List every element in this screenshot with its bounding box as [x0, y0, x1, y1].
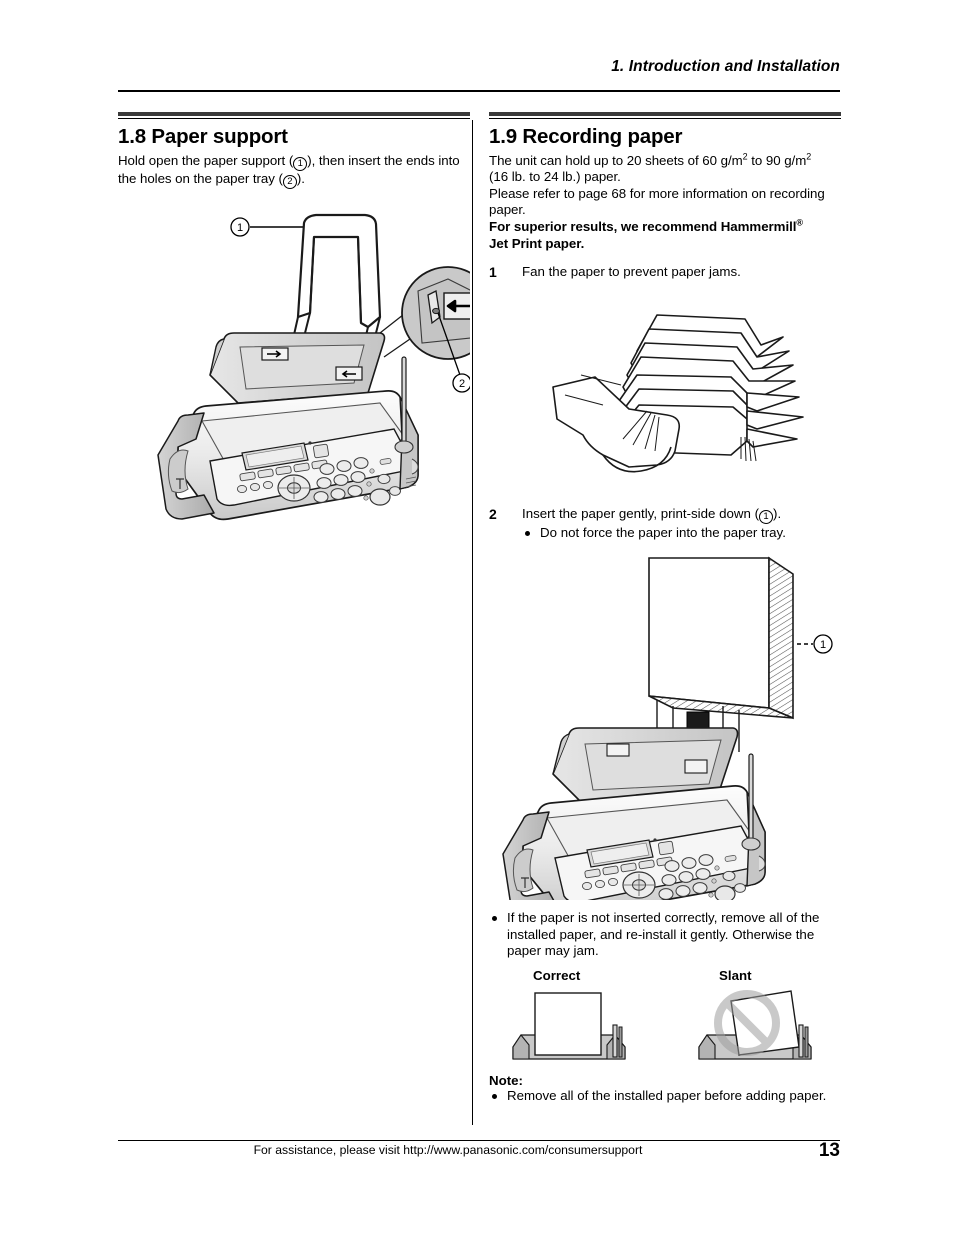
- note-heading: Note:: [489, 1073, 523, 1089]
- correct-label: Correct: [533, 968, 581, 984]
- section-rule-thick: [118, 112, 470, 116]
- section-rule-thin-right: [489, 118, 841, 119]
- section-title-paper-support: 1.8 Paper support: [118, 125, 288, 148]
- paper-support-figure: 1: [118, 207, 470, 557]
- recording-paper-capacity-text: The unit can hold up to 20 sheets of 60 …: [489, 151, 841, 170]
- paragraph-text-part2: ), then insert the ends into the holes o…: [118, 152, 460, 186]
- correct-tray-figure: [512, 992, 626, 1060]
- step-2-bullet: Do not force the paper into the paper tr…: [522, 525, 841, 542]
- gsm-superscript-2: 2: [806, 151, 812, 162]
- compare-figures: [489, 989, 841, 1067]
- section-rule-thick-right: [489, 112, 841, 116]
- bullet-dot-icon-3: [492, 1094, 497, 1100]
- paper-support-illustration: 1: [157, 213, 470, 520]
- recommendation-text: For superior results, we recommend Hamme…: [489, 217, 841, 252]
- footer-rule: [118, 1140, 840, 1141]
- note-bullet-text: Remove all of the installed paper before…: [507, 1088, 827, 1104]
- step-1-text: Fan the paper to prevent paper jams.: [522, 264, 741, 280]
- step-2-bullet-text: Do not force the paper into the paper tr…: [540, 524, 786, 540]
- left-column: 1.8 Paper support Hold open the paper su…: [118, 112, 470, 557]
- paragraph-text-part3: ).: [296, 170, 305, 186]
- step-2-text-a: Insert the paper gently, print-side down…: [522, 505, 760, 521]
- bullet-dot-icon: [525, 530, 530, 536]
- capacity-text-a: The unit can hold up to 20 sheets of 60 …: [489, 152, 743, 168]
- insert-paper-figure: 1: [497, 548, 841, 900]
- gsm-superscript-1: 2: [742, 151, 748, 162]
- section-title-recording-paper: 1.9 Recording paper: [489, 125, 683, 148]
- correct-slant-illustration: [512, 990, 812, 1060]
- slant-tray-figure: [698, 990, 812, 1060]
- running-header: 1. Introduction and Installation: [118, 58, 840, 76]
- inline-callout-2-icon: 2: [282, 174, 297, 189]
- step-2-text-b: ).: [773, 505, 782, 521]
- paper-jam-warning-bullet: If the paper is not inserted correctly, …: [489, 910, 841, 960]
- figure-callout-2-label: 2: [459, 378, 465, 390]
- recommendation-text-b: Jet Print paper.: [489, 235, 585, 251]
- column-divider: [472, 120, 473, 1125]
- step-2-inline-callout-icon: 1: [759, 509, 774, 524]
- insert-figure-callout-1-label: 1: [820, 639, 826, 651]
- step-1: 1 Fan the paper to prevent paper jams.: [489, 264, 841, 281]
- section-rule-thin: [118, 118, 470, 119]
- right-column: 1.9 Recording paper The unit can hold up…: [489, 112, 841, 1105]
- header-rule: [118, 90, 840, 92]
- step-2: 2 Insert the paper gently, print-side do…: [489, 506, 841, 542]
- compare-labels-row: Correct Slant: [489, 968, 841, 983]
- bullet-dot-icon-2: [492, 915, 497, 921]
- fan-paper-illustration: [552, 314, 804, 473]
- assistance-text: For assistance, please visit http://www.…: [253, 1143, 643, 1157]
- navigator-dial-icon-2: [622, 871, 656, 899]
- paragraph-text-part1: Hold open the paper support (: [118, 152, 294, 168]
- navigator-dial-icon: [277, 473, 311, 502]
- step-2-number: 2: [489, 505, 497, 522]
- capacity-imperial-text: (16 lb. to 24 lb.) paper.: [489, 169, 621, 185]
- paper-support-paragraph: Hold open the paper support (1), then in…: [118, 153, 470, 189]
- chapter-title: 1. Introduction and Installation: [611, 58, 840, 75]
- fan-paper-figure: [499, 289, 841, 494]
- registered-trademark-icon: ®: [796, 217, 803, 228]
- slant-label: Slant: [719, 968, 752, 984]
- prohibition-icon: [714, 990, 780, 1057]
- inline-callout-1-icon: 1: [293, 156, 308, 171]
- page-number: 13: [818, 1140, 840, 1161]
- step-1-number: 1: [489, 264, 497, 281]
- insert-paper-illustration: 1: [502, 556, 833, 900]
- note-bullet: Remove all of the installed paper before…: [489, 1088, 841, 1105]
- paper-jam-warning-text: If the paper is not inserted correctly, …: [507, 909, 820, 959]
- page-reference-text: Please refer to page 68 for more informa…: [489, 185, 825, 218]
- figure-callout-1-label: 1: [237, 222, 243, 234]
- recommendation-text-a: For superior results, we recommend Hamme…: [489, 218, 797, 234]
- capacity-text-b: to 90 g/m: [747, 152, 807, 168]
